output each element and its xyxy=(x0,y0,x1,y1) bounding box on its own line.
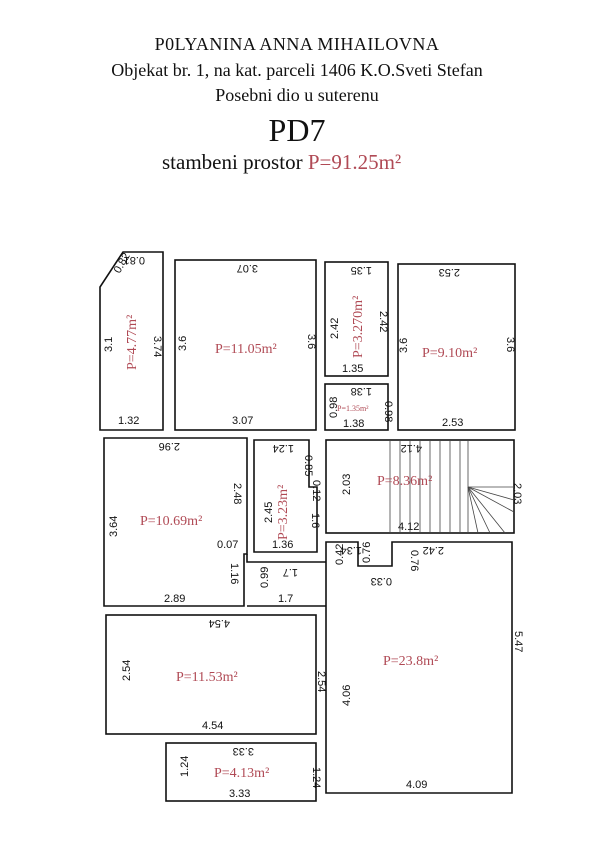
owner-name: P0LYANINA ANNA MIHAILOVNA xyxy=(154,34,440,54)
dim-label: 1.38 xyxy=(343,418,364,430)
dim-label: 0.98 xyxy=(382,401,394,422)
dim-label: 1.7 xyxy=(278,593,293,605)
room-area-label: P=3.270m² xyxy=(351,296,366,358)
room-3: 1.35 2.42 2.42 1.35 P=3.270m² xyxy=(324,261,389,377)
dim-label: 2.54 xyxy=(121,660,133,681)
room-area-label: P=11.53m² xyxy=(176,670,238,685)
dim-label: 2.03 xyxy=(511,483,523,504)
subtitle-label: stambeni prostor xyxy=(162,150,303,174)
dim-label: 4.06 xyxy=(341,685,353,706)
room-area-label: P=4.13m² xyxy=(214,766,269,781)
dim-label: 0.42 xyxy=(334,544,346,565)
dim-label: 2.03 xyxy=(341,474,353,495)
dim-label: 1.34 xyxy=(341,544,362,556)
room-area-label: P=3.23m² xyxy=(276,485,291,540)
dim-label: 1.36 xyxy=(272,539,293,551)
dim-label: 0.07 xyxy=(217,539,238,551)
dim-label: 0.33 xyxy=(371,575,392,587)
dim-label: 2.96 xyxy=(159,440,180,452)
dim-label: 1.32 xyxy=(118,415,139,427)
room-8: 4.12 2.03 2.03 4.12 P=8.36m² xyxy=(325,439,523,534)
room-area-label: P=23.8m² xyxy=(383,654,438,669)
dim-label: 3.6 xyxy=(504,337,516,352)
dim-label: 1.16 xyxy=(228,563,240,584)
corridor: 1.7 0.99 1.7 xyxy=(246,554,326,607)
dim-label: 0.12 xyxy=(310,480,322,501)
dim-label: 0.85 xyxy=(302,455,314,476)
room-area-label: P=9.10m² xyxy=(422,346,477,361)
dim-label: 2.42 xyxy=(377,311,389,332)
dim-label: 4.12 xyxy=(401,442,422,454)
unit-subtitle: stambeni prostor P=91.25m² xyxy=(162,150,401,175)
staircase xyxy=(389,440,515,534)
room-area-label: P=8.36m² xyxy=(377,474,432,489)
room-4: 1.38 0.98 0.98 1.38 P=1.35m² xyxy=(324,383,394,431)
subtitle-area: P=91.25m² xyxy=(307,150,402,174)
room-area-label: P=10.69m² xyxy=(140,514,202,529)
room-area-label: P=4.77m² xyxy=(125,315,140,370)
dim-label: 2.42 xyxy=(329,318,341,339)
dim-label: 3.6 xyxy=(398,338,410,353)
dim-label: 1.24 xyxy=(179,756,191,777)
dim-label: 2.53 xyxy=(439,266,460,278)
room-5: 2.53 3.6 3.6 2.53 P=9.10m² xyxy=(397,263,516,431)
dim-label: 1.7 xyxy=(283,566,298,578)
dim-label: 3.1 xyxy=(103,337,115,352)
room-11: 1.34 0.42 0.76 0.76 0.33 2.42 5.47 4.06 … xyxy=(325,541,524,794)
dim-label: 0.76 xyxy=(408,550,420,571)
unit-code: PD7 xyxy=(268,112,326,148)
room-2: 3.07 3.6 3.6 3.07 P=11.05m² xyxy=(174,259,317,431)
dim-label: 1.38 xyxy=(351,385,372,397)
room-area-label: P=1.35m² xyxy=(337,404,369,413)
dim-label: 2.89 xyxy=(164,593,185,605)
room-9: 4.54 2.54 2.54 4.54 P=11.53m² xyxy=(105,614,327,735)
dim-label: 5.47 xyxy=(512,631,524,652)
part-description: Posebni dio u suterenu xyxy=(215,85,379,105)
dim-label: 3.07 xyxy=(232,415,253,427)
dim-label: 1.35 xyxy=(342,363,363,375)
dim-label: 3.64 xyxy=(108,516,120,537)
dim-label: 2.48 xyxy=(231,483,243,504)
room-10: 3.33 1.24 1.24 3.33 P=4.13m² xyxy=(165,742,322,802)
object-description: Objekat br. 1, na kat. parceli 1406 K.O.… xyxy=(111,60,483,80)
dim-label: 0.99 xyxy=(259,567,271,588)
dim-label: 1.24 xyxy=(273,442,294,454)
dim-label: 2.45 xyxy=(263,502,275,523)
dim-label: 3.07 xyxy=(237,262,258,274)
dim-label: 1.35 xyxy=(351,264,372,276)
room-1: 0.81 0.82 3.1 3.74 1.32 P=4.77m² xyxy=(99,251,164,431)
dim-label: 4.12 xyxy=(398,521,419,533)
dim-label: 3.6 xyxy=(177,336,189,351)
dim-label: 3.74 xyxy=(151,336,163,357)
dim-label: 1.6 xyxy=(309,513,321,528)
dim-label: 4.54 xyxy=(209,617,230,629)
dim-label: 3.6 xyxy=(305,334,317,349)
dim-label: 3.33 xyxy=(233,745,254,757)
dim-label: 2.42 xyxy=(423,544,444,556)
room-6: 2.96 3.64 2.48 0.07 1.16 2.89 P=10.69m² xyxy=(103,437,248,607)
room-area-label: P=11.05m² xyxy=(215,342,277,357)
dim-label: 0.81 xyxy=(124,254,145,266)
room-7: 1.24 0.85 0.12 2.45 1.6 1.36 P=3.23m² xyxy=(253,439,322,553)
dim-label: 2.53 xyxy=(442,417,463,429)
dim-label: 1.24 xyxy=(310,767,322,788)
dim-label: 0.98 xyxy=(328,397,340,418)
dim-label: 0.76 xyxy=(361,542,373,563)
dim-label: 2.54 xyxy=(315,671,327,692)
dim-label: 4.09 xyxy=(406,779,427,791)
dim-label: 4.54 xyxy=(202,720,223,732)
dim-label: 3.33 xyxy=(229,788,250,800)
